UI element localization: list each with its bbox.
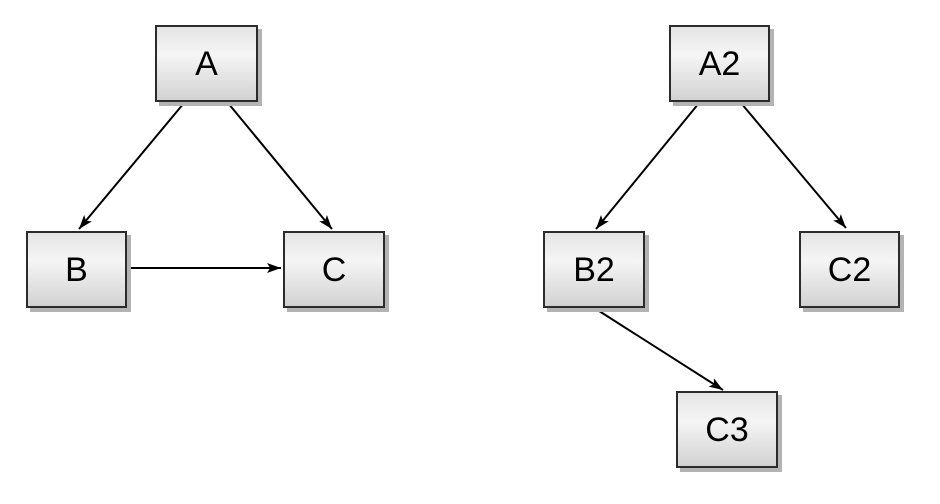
node-B2[interactable]: B2: [543, 231, 645, 308]
edge-A2-B2: [595, 102, 700, 230]
node-label-A: A: [195, 44, 218, 83]
node-label-C3: C3: [705, 410, 749, 449]
node-label-C: C: [321, 250, 347, 289]
node-label-B: B: [65, 250, 88, 289]
node-A[interactable]: A: [155, 25, 258, 102]
edge-B2-C3: [595, 308, 724, 391]
node-C3[interactable]: C3: [676, 391, 778, 468]
node-A2[interactable]: A2: [669, 25, 770, 102]
node-label-B2: B2: [573, 250, 615, 289]
node-B[interactable]: B: [26, 231, 127, 308]
edge-group: [78, 102, 847, 391]
node-C[interactable]: C: [283, 231, 385, 308]
edge-A-B: [78, 102, 185, 230]
node-C2[interactable]: C2: [799, 231, 900, 308]
edge-A2-C2: [740, 102, 847, 229]
node-label-C2: C2: [827, 250, 872, 289]
edge-A-C: [227, 102, 333, 230]
node-label-A2: A2: [698, 44, 741, 83]
